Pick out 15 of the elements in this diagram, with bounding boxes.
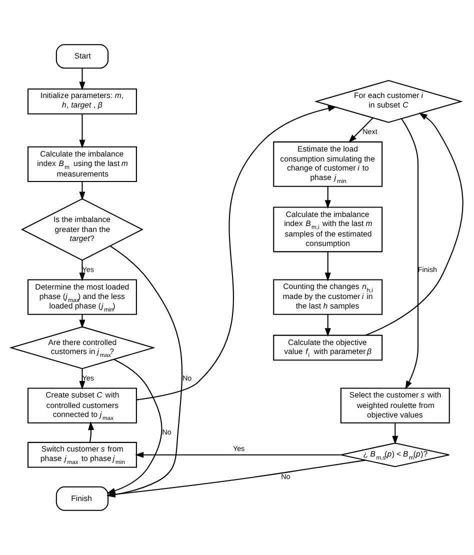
arrow xyxy=(79,68,86,90)
arrow xyxy=(324,186,331,209)
arrow xyxy=(79,114,86,148)
arrow xyxy=(79,260,86,282)
arrow xyxy=(324,314,331,337)
arrow xyxy=(88,421,94,442)
arrow xyxy=(79,368,86,390)
arrow xyxy=(79,182,86,200)
arrow xyxy=(348,118,374,143)
arrow xyxy=(134,452,341,458)
arrow xyxy=(136,106,337,400)
arrow xyxy=(366,112,464,336)
arrow xyxy=(401,118,419,390)
arrow xyxy=(324,252,331,282)
arrow xyxy=(392,422,398,444)
